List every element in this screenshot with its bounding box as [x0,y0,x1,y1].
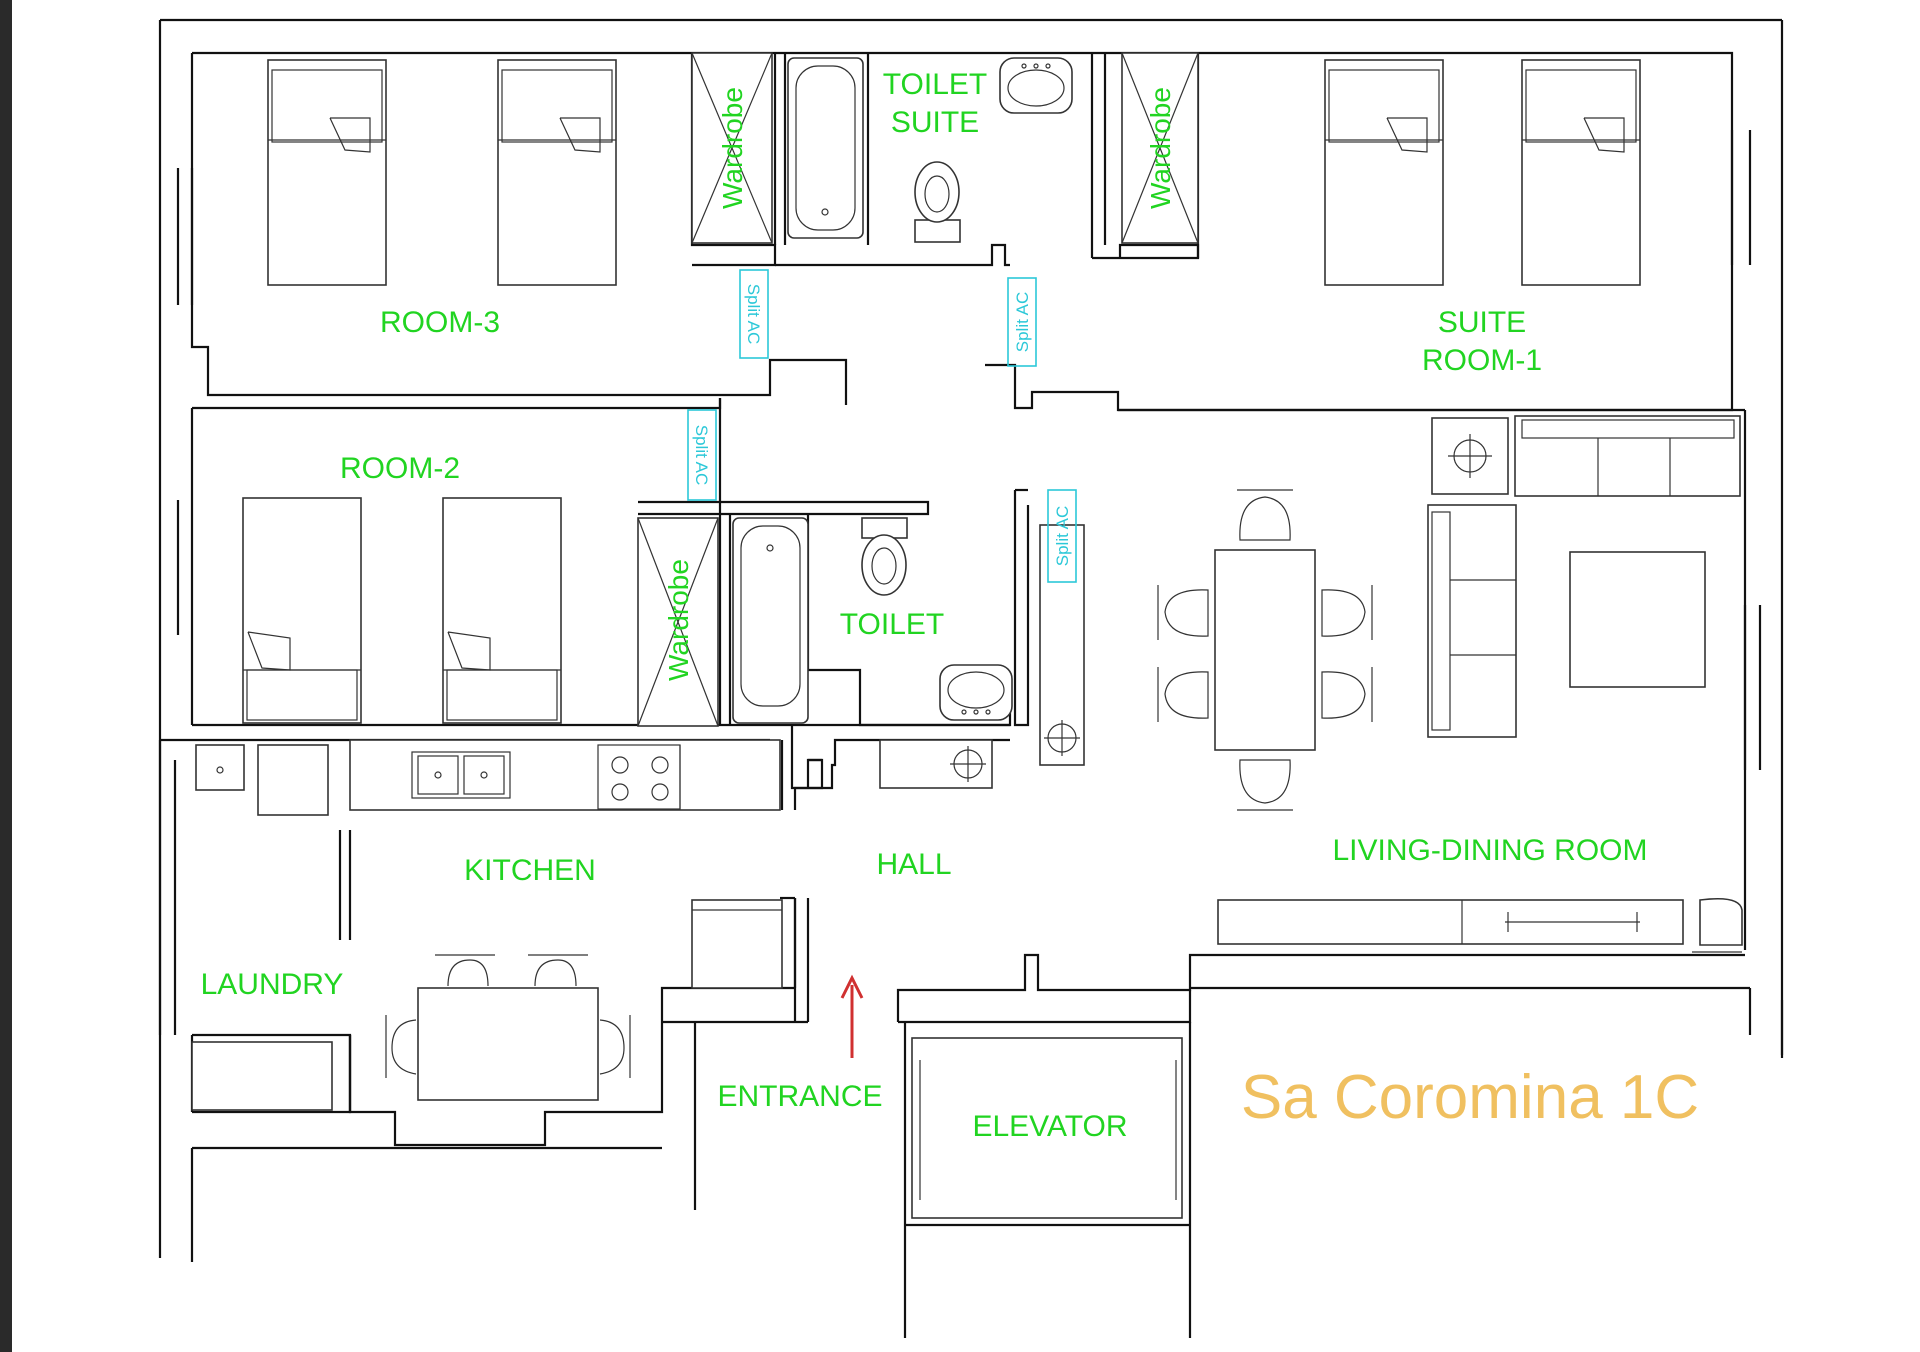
bed-room2-b [442,497,562,724]
elevator-shaft [911,1037,1183,1219]
bathtub-toilet [732,517,809,724]
dining-table [1157,489,1373,811]
laundry-shelf [191,1041,333,1111]
side-table [1431,417,1509,495]
bed-suite-a [1324,59,1444,286]
armchair-corner [1692,897,1743,953]
wardrobe-suite [1121,52,1199,244]
entrance-arrow [840,974,864,1058]
bed-suite-b [1521,59,1641,286]
furniture [191,52,1743,1219]
hall-counter [879,739,993,789]
kitchen-counter [349,739,781,811]
hall-cabinet [691,899,783,989]
bathtub-suite [787,57,864,239]
sofa-top [1514,415,1741,497]
frame-edge [0,0,12,1352]
heater-column [1039,524,1085,766]
wc-toilet [861,517,908,596]
outer-walls [158,18,1784,1338]
tv-unit [1217,899,1684,945]
laundry-sink [195,744,245,791]
coffee-table [1569,551,1706,688]
washbasin-toilet [939,664,1013,721]
wardrobe-room3 [691,52,773,244]
washbasin-suite [999,57,1073,114]
bed-room3-a [267,59,387,286]
kitchen-table [385,954,631,1101]
wc-suite [914,161,961,243]
washing-machine [257,744,329,816]
sofa-left [1427,504,1517,738]
split-ac-units [687,269,1077,583]
bed-room3-b [497,59,617,286]
bed-room2-a [242,497,362,724]
wardrobe-room2 [637,517,719,727]
